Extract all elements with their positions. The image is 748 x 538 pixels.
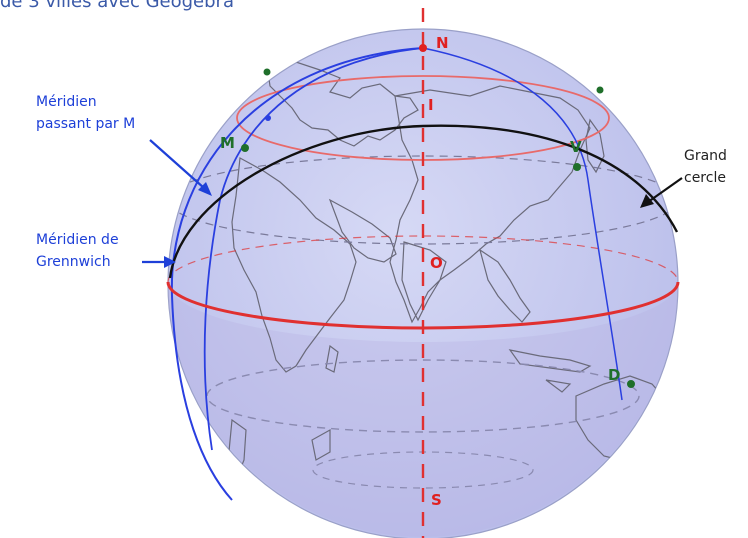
point-v — [573, 163, 581, 171]
lower-parallel-dashed — [206, 359, 640, 433]
label-m: M — [220, 134, 235, 152]
label-n: N — [436, 34, 449, 52]
arrow-grand-cercle — [640, 177, 683, 208]
page-title: de 3 villes avec Géogebra — [0, 0, 234, 12]
label-meridien-m-line2: passant par M — [36, 116, 135, 132]
great-circle — [168, 124, 679, 279]
label-meridien-m-line1: Méridien — [36, 94, 97, 110]
label-d: D — [608, 366, 620, 384]
point-m — [241, 144, 249, 152]
label-meridien-g-line2: Grennwich — [36, 254, 111, 270]
point-blue-meridian — [265, 115, 271, 121]
equator-back — [167, 235, 679, 283]
label-grand-line1: Grand — [684, 148, 727, 164]
arrow-meridien-g — [142, 256, 176, 268]
point-green-right — [596, 86, 604, 94]
meridian-through-v — [422, 47, 623, 401]
label-meridien-g-line1: Méridien de — [36, 232, 119, 248]
label-grand-line2: cercle — [684, 170, 726, 186]
point-green-left — [263, 68, 271, 76]
point-d — [627, 380, 635, 388]
southern-hemisphere-shade — [168, 282, 678, 537]
meridian-through-m — [203, 47, 424, 451]
point-n — [419, 44, 427, 52]
arrow-meridien-m — [149, 139, 212, 196]
label-i: I — [428, 96, 434, 114]
label-v: V — [570, 138, 582, 156]
label-s: S — [431, 491, 442, 509]
label-o: O — [430, 254, 443, 272]
